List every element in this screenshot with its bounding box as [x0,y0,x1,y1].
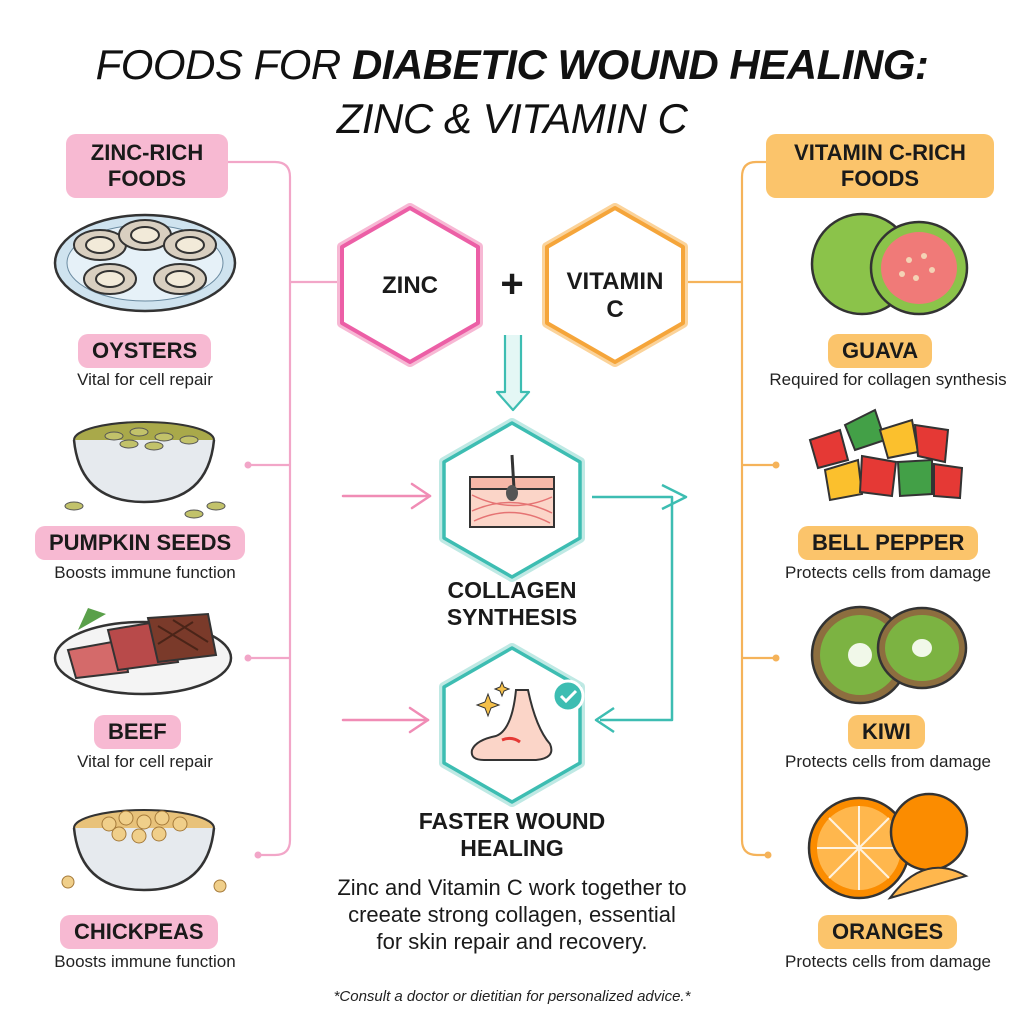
zinc-hexagon-icon [337,203,483,367]
title-prefix: FOODS FOR [95,41,352,88]
loop-arrow [592,495,674,722]
food-label-kiwi: KIWI [848,715,925,749]
food-desc-pumpkin-seeds: Boosts immune function [54,563,236,582]
down-arrow [495,335,531,412]
collagen-synthesis-caption: COLLAGEN SYNTHESIS [446,577,578,630]
food-desc-beef: Vital for cell repair [77,752,213,771]
food-label-beef: BEEF [94,715,181,749]
food-desc-bell-pepper: Protects cells from damage [785,563,991,582]
food-label-oranges: ORANGES [818,915,958,949]
food-desc-guava: Required for collagen synthesis [769,370,1007,389]
zinc-foods-header: ZINC-RICH FOODS [66,134,228,198]
title-bold: DIABETIC WOUND HEALING: [351,41,929,88]
vitamin-c-hex-label: VITAMIN C [566,268,664,323]
bell-pepper-icon [808,408,964,502]
pumpkin-seeds-icon [64,421,226,519]
summary-text: Zinc and Vitamin C work together to cree… [337,875,687,954]
food-desc-oysters: Vital for cell repair [77,370,213,389]
food-label-guava: GUAVA [828,334,933,368]
zinc-bracket-line [228,160,292,857]
chickpeas-icon [61,809,227,893]
beef-icon [53,608,233,696]
food-label-oysters: OYSTERS [78,334,212,368]
food-label-bell-pepper: BELL PEPPER [798,526,979,560]
oysters-icon [53,213,237,313]
zinc-hex-label: ZINC [382,272,438,299]
page-subtitle: ZINC & VITAMIN C [336,95,688,142]
oranges-icon [807,792,969,900]
food-desc-kiwi: Protects cells from damage [785,752,991,771]
healing-foot-icon [439,643,585,807]
vitc-bracket-line [740,160,768,857]
food-desc-chickpeas: Boosts immune function [54,952,236,971]
guava-icon [810,212,969,316]
footnote: *Consult a doctor or dietitian for perso… [333,988,691,1005]
vitc-foods-header: VITAMIN C-RICH FOODS [766,134,994,198]
plus-sign: + [500,262,524,306]
vitamin-c-hexagon-icon [542,203,688,367]
food-label-chickpeas: CHICKPEAS [60,915,218,949]
faster-wound-healing-caption: FASTER WOUND HEALING [418,808,606,861]
collagen-skin-icon [439,418,585,582]
page-title: FOODS FOR DIABETIC WOUND HEALING: [0,40,1024,90]
food-label-pumpkin-seeds: PUMPKIN SEEDS [35,526,246,560]
food-desc-oranges: Protects cells from damage [785,952,991,971]
kiwi-icon [810,605,968,705]
